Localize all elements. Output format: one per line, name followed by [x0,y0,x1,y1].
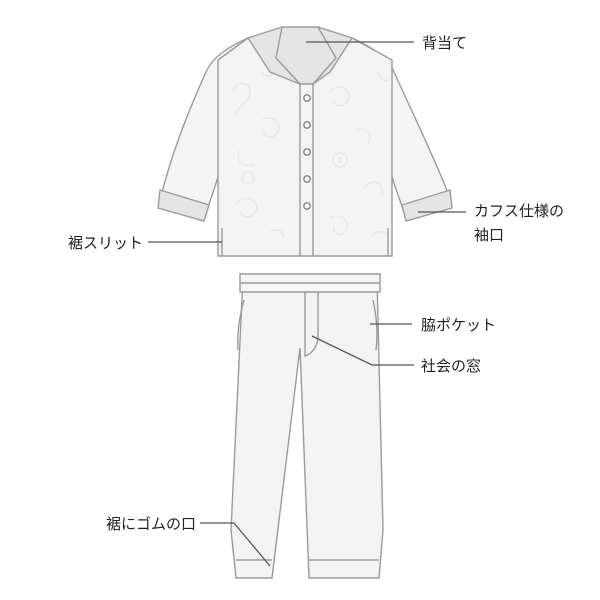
leader-elastic-hem [200,522,271,567]
left-cuff [157,189,210,222]
jacket-buttons [303,94,311,210]
side-pocket-left [237,299,245,351]
label-hem-slit: 裾スリット [68,234,143,252]
callout-labels: 背当て カフス仕様の 袖口 裾スリット 脇ポケット 社会の窓 裾にゴムの口 [68,34,564,533]
label-elastic-hem: 裾にゴムの口 [106,515,196,533]
button [303,202,311,210]
button [303,121,311,129]
label-cuff-line2: 袖口 [474,226,504,244]
pants-body [230,277,384,579]
fly [304,292,319,357]
leader-fly [311,335,414,366]
label-collar: 背当て [422,34,467,52]
button [303,94,311,102]
label-side-pocket: 脇ポケット [421,316,496,334]
pajama-top [157,26,453,257]
button [303,148,311,156]
label-cuff: カフス仕様の [474,202,564,220]
label-fly: 社会の窓 [421,357,481,375]
leader-lines [148,41,466,567]
pajama-pants [230,273,384,579]
side-pocket-right [372,299,378,351]
right-cuff [401,189,453,222]
button [303,175,311,183]
